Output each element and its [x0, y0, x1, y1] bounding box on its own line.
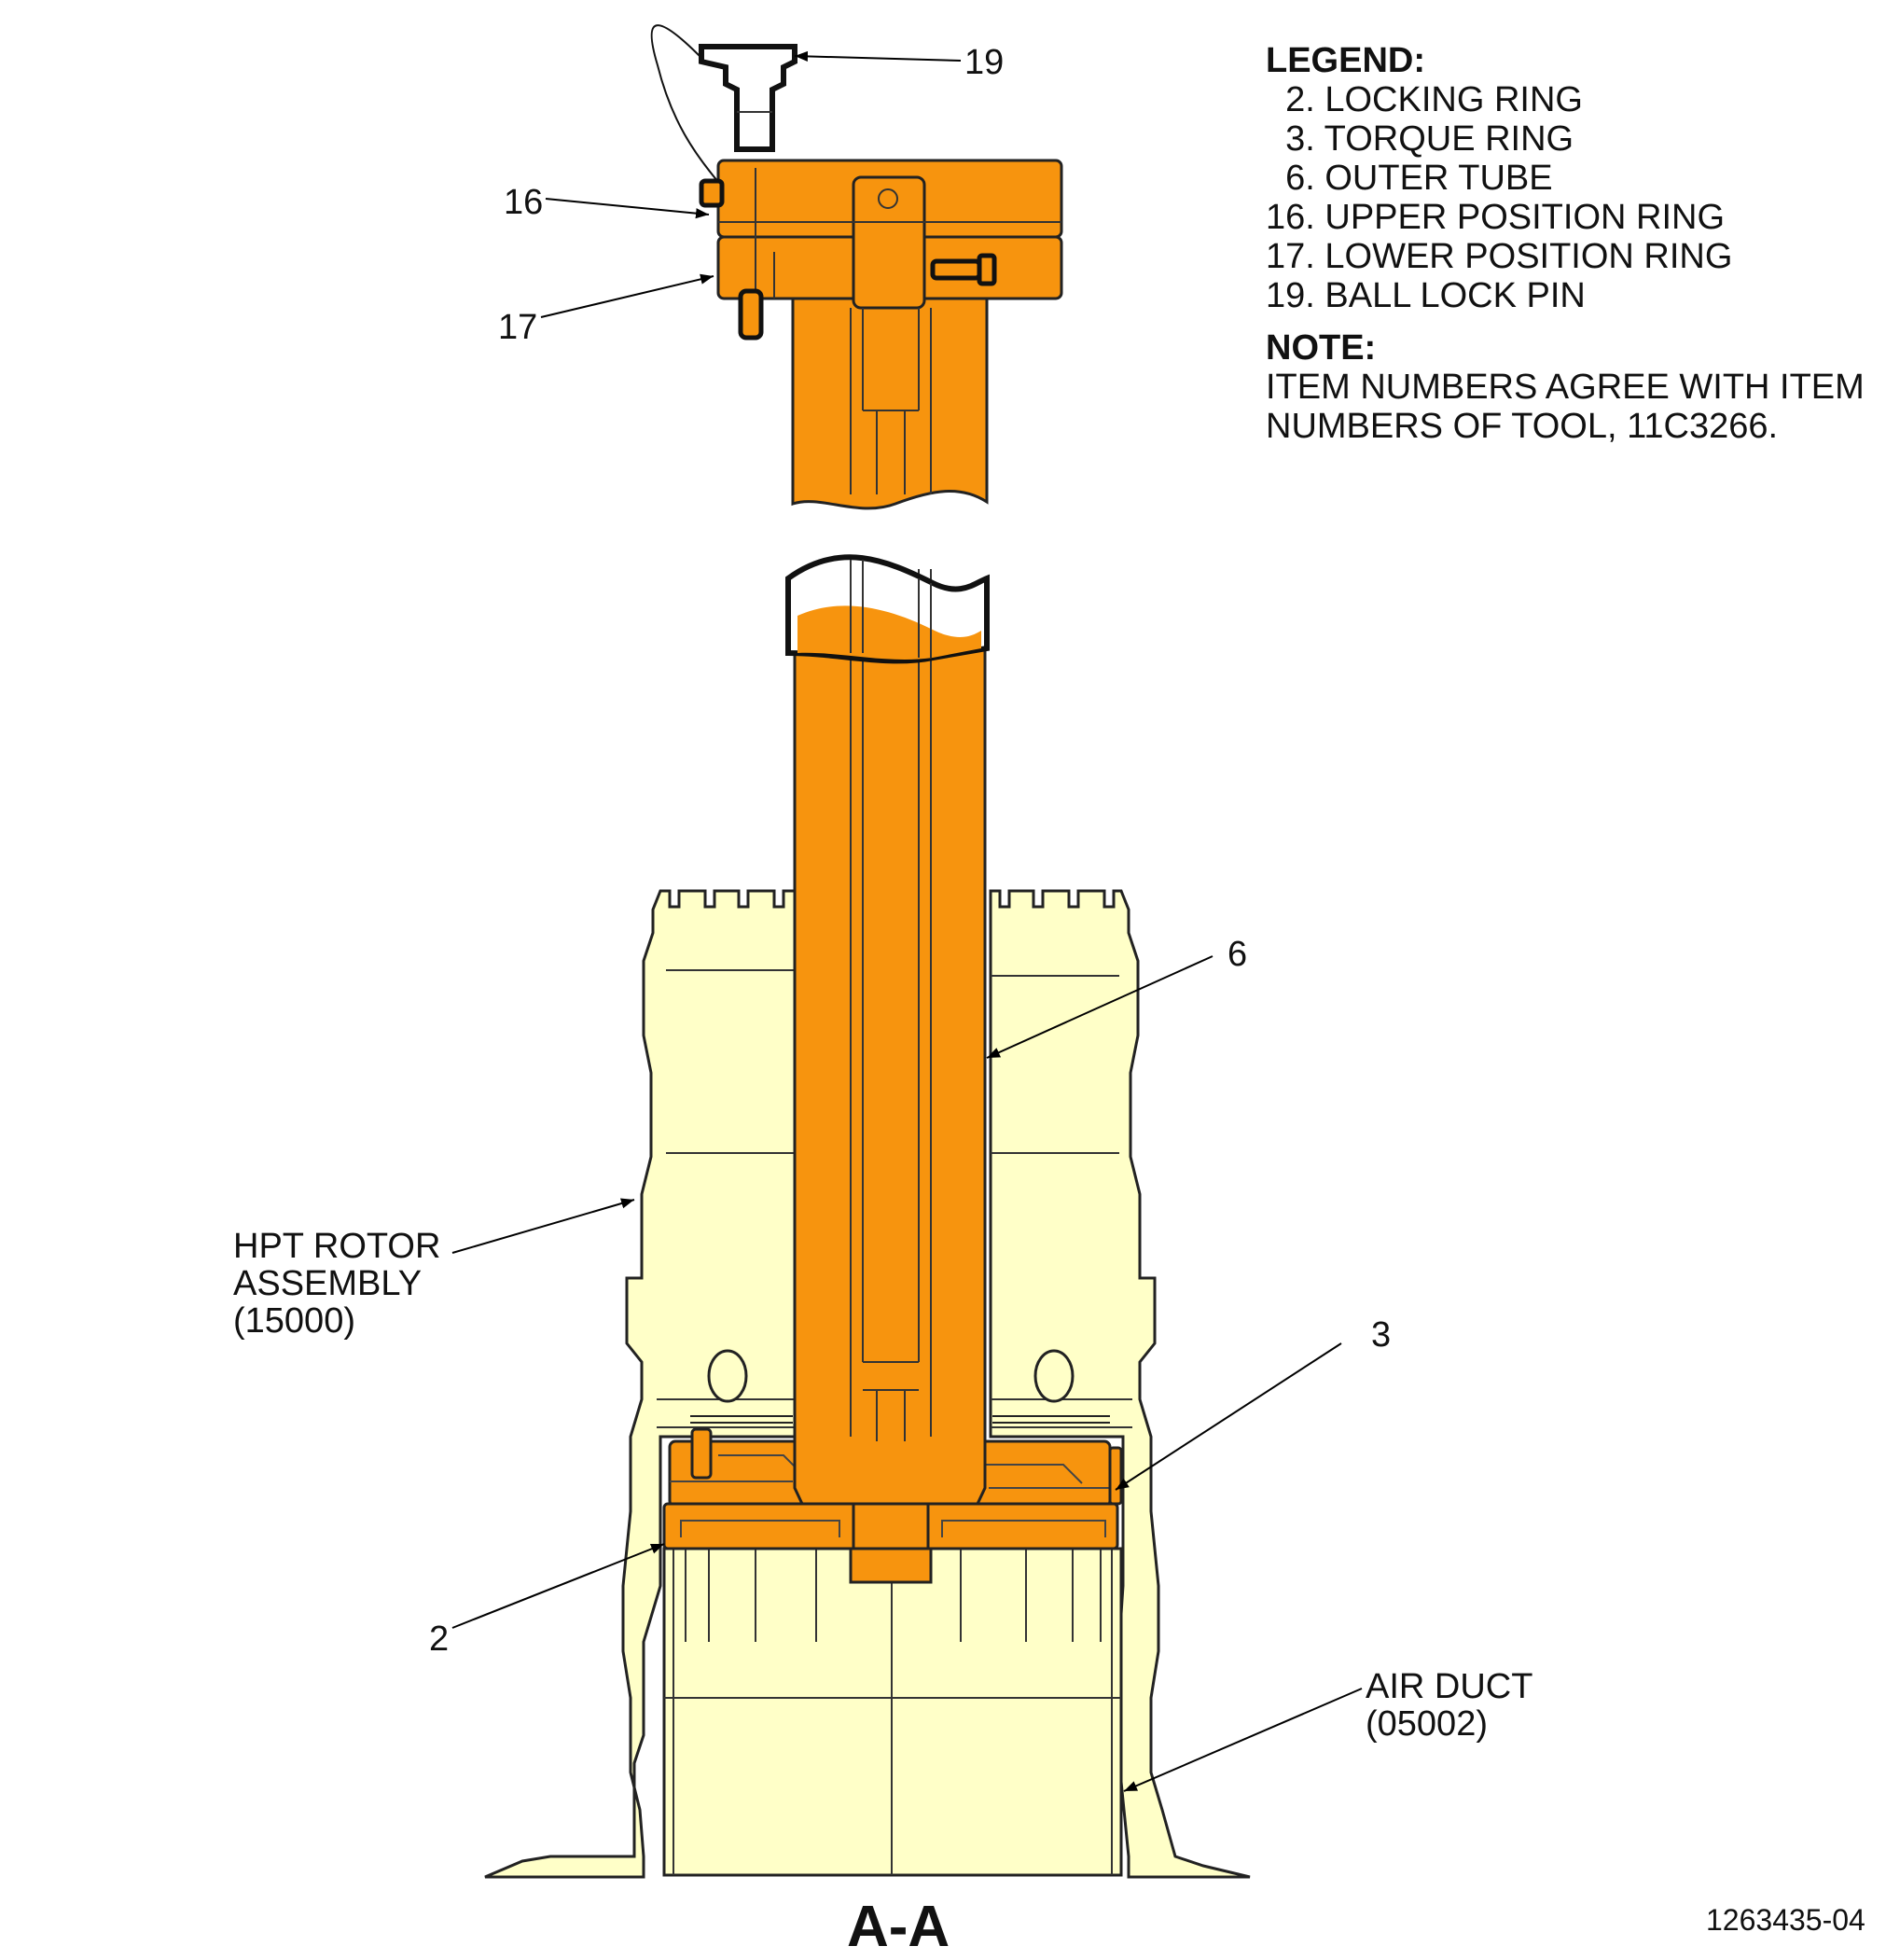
hpt-rotor-line: (15000) — [233, 1301, 355, 1341]
upper-head-detail — [718, 168, 1061, 494]
legend-item: 16. UPPER POSITION RING — [1266, 198, 1725, 237]
legend: LEGEND: 2. LOCKING RING 3. TORQUE RING 6… — [1266, 41, 1865, 446]
air-duct-label: AIR DUCT (05002) — [1366, 1668, 1532, 1743]
hpt-rotor-label: HPT ROTOR ASSEMBLY (15000) — [233, 1228, 440, 1340]
callout-6: 6 — [1227, 935, 1248, 974]
drawing-number: 1263435-04 — [1706, 1903, 1865, 1937]
callout-17: 17 — [498, 308, 538, 347]
callout-3: 3 — [1371, 1315, 1392, 1355]
rotor-balance-holes — [707, 1349, 1075, 1403]
rotor-bolt-row — [690, 1415, 1110, 1424]
tube-break — [785, 554, 990, 664]
legend-title: LEGEND: — [1266, 41, 1425, 80]
upper-tool-head — [716, 159, 1063, 510]
callout-2: 2 — [429, 1619, 450, 1659]
hpt-rotor-line: HPT ROTOR — [233, 1227, 441, 1266]
base-detail-lines — [670, 1454, 1110, 1537]
legend-item: 2. LOCKING RING — [1266, 80, 1583, 119]
legend-item: 17. LOWER POSITION RING — [1266, 237, 1733, 276]
note-line: NUMBERS OF TOOL, 11C3266. — [1266, 407, 1779, 446]
note-title: NOTE: — [1266, 328, 1377, 368]
ball-lock-pin — [650, 24, 797, 183]
section-view-label: A-A — [847, 1895, 950, 1959]
callout-19: 19 — [964, 43, 1005, 82]
position-ring-pins — [699, 178, 997, 341]
leader-lines — [451, 50, 1363, 1792]
tube-inner-lines — [850, 569, 932, 1441]
note-line: ITEM NUMBERS AGREE WITH ITEM — [1266, 368, 1865, 407]
hpt-rotor-line: ASSEMBLY — [233, 1264, 423, 1303]
callout-16: 16 — [504, 183, 544, 222]
legend-item: 3. TORQUE RING — [1266, 119, 1574, 159]
legend-item: 6. OUTER TUBE — [1266, 159, 1553, 198]
outer-tube — [793, 609, 987, 1506]
rotor-detail-lines — [657, 969, 1132, 1875]
air-duct-line: AIR DUCT — [1366, 1667, 1533, 1706]
air-duct-line: (05002) — [1366, 1704, 1488, 1744]
legend-item: 19. BALL LOCK PIN — [1266, 276, 1586, 315]
